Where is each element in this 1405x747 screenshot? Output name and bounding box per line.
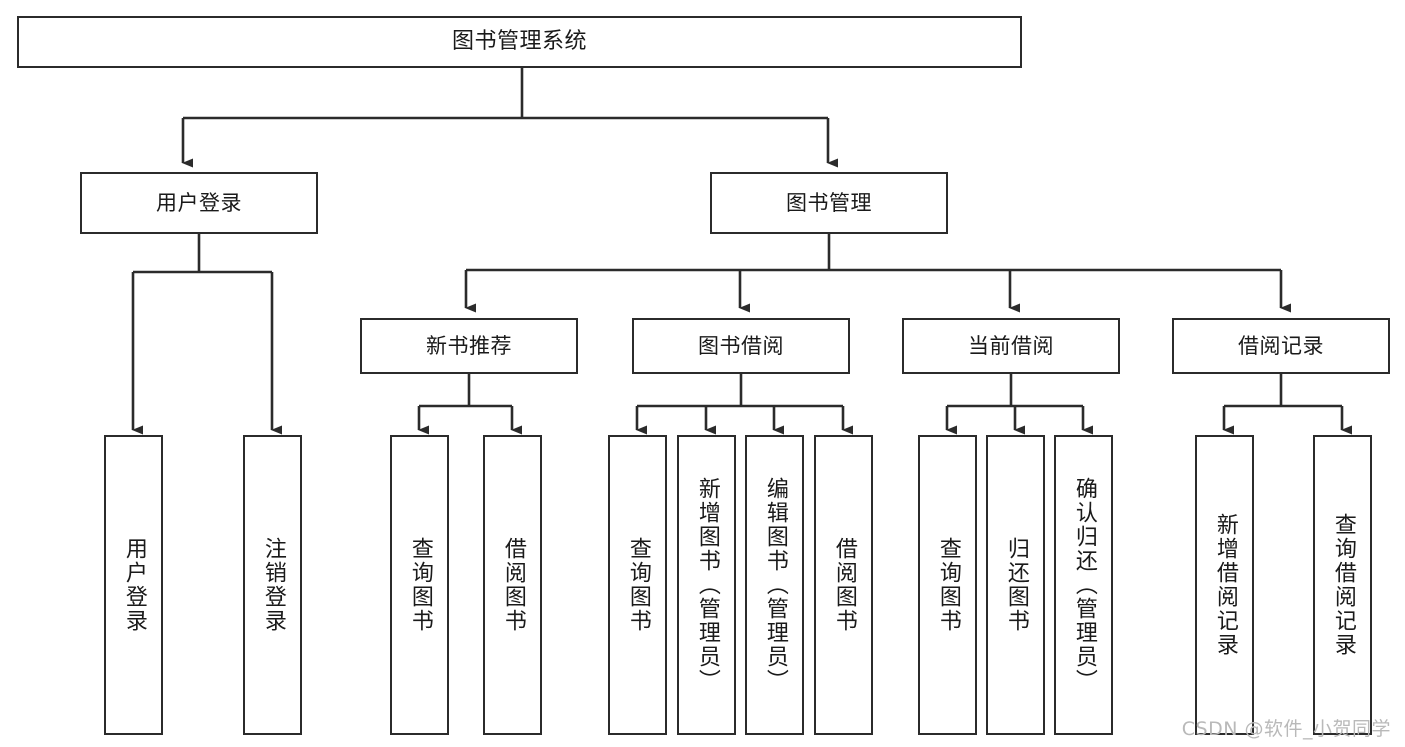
node-label: 查询图书 — [935, 537, 961, 633]
leaf-book-borrow-add[interactable]: 新增图书（管理员） — [677, 435, 736, 735]
leaf-current-borrow-query[interactable]: 查询图书 — [918, 435, 977, 735]
leaf-borrow-record-query[interactable]: 查询借阅记录 — [1313, 435, 1372, 735]
node-label: 查询图书 — [625, 537, 651, 633]
node-label: 新书推荐 — [426, 333, 512, 358]
node-label: 编辑图书（管理员） — [762, 477, 788, 693]
leaf-current-borrow-confirm-return[interactable]: 确认归还（管理员） — [1054, 435, 1113, 735]
node-label: 图书借阅 — [698, 333, 784, 358]
leaf-book-borrow-edit[interactable]: 编辑图书（管理员） — [745, 435, 804, 735]
node-book-management[interactable]: 图书管理 — [710, 172, 948, 234]
node-label: 借阅记录 — [1238, 333, 1324, 358]
node-label: 用户登录 — [121, 537, 147, 633]
node-book-borrow[interactable]: 图书借阅 — [632, 318, 850, 374]
leaf-borrow-record-add[interactable]: 新增借阅记录 — [1195, 435, 1254, 735]
node-current-borrow[interactable]: 当前借阅 — [902, 318, 1120, 374]
node-label: 新增图书（管理员） — [694, 477, 720, 693]
leaf-new-book-query[interactable]: 查询图书 — [390, 435, 449, 735]
leaf-book-borrow-query[interactable]: 查询图书 — [608, 435, 667, 735]
node-label: 借阅图书 — [831, 537, 857, 633]
leaf-book-borrow-borrow[interactable]: 借阅图书 — [814, 435, 873, 735]
node-label: 新增借阅记录 — [1212, 513, 1238, 657]
node-new-book-recommend[interactable]: 新书推荐 — [360, 318, 578, 374]
node-label: 用户登录 — [156, 190, 242, 215]
node-label: 当前借阅 — [968, 333, 1054, 358]
node-label: 确认归还（管理员） — [1071, 477, 1097, 693]
node-label: 图书管理系统 — [451, 29, 587, 55]
node-label: 查询借阅记录 — [1330, 513, 1356, 657]
node-user-login[interactable]: 用户登录 — [80, 172, 318, 234]
leaf-current-borrow-return[interactable]: 归还图书 — [986, 435, 1045, 735]
leaf-user-login-login[interactable]: 用户登录 — [104, 435, 163, 735]
node-label: 注销登录 — [260, 537, 286, 633]
node-label: 借阅图书 — [500, 537, 526, 633]
node-label: 查询图书 — [407, 537, 433, 633]
node-borrow-record[interactable]: 借阅记录 — [1172, 318, 1390, 374]
leaf-new-book-borrow[interactable]: 借阅图书 — [483, 435, 542, 735]
node-label: 图书管理 — [786, 190, 872, 215]
node-label: 归还图书 — [1003, 537, 1029, 633]
node-root-system[interactable]: 图书管理系统 — [17, 16, 1022, 68]
leaf-user-login-logout[interactable]: 注销登录 — [243, 435, 302, 735]
